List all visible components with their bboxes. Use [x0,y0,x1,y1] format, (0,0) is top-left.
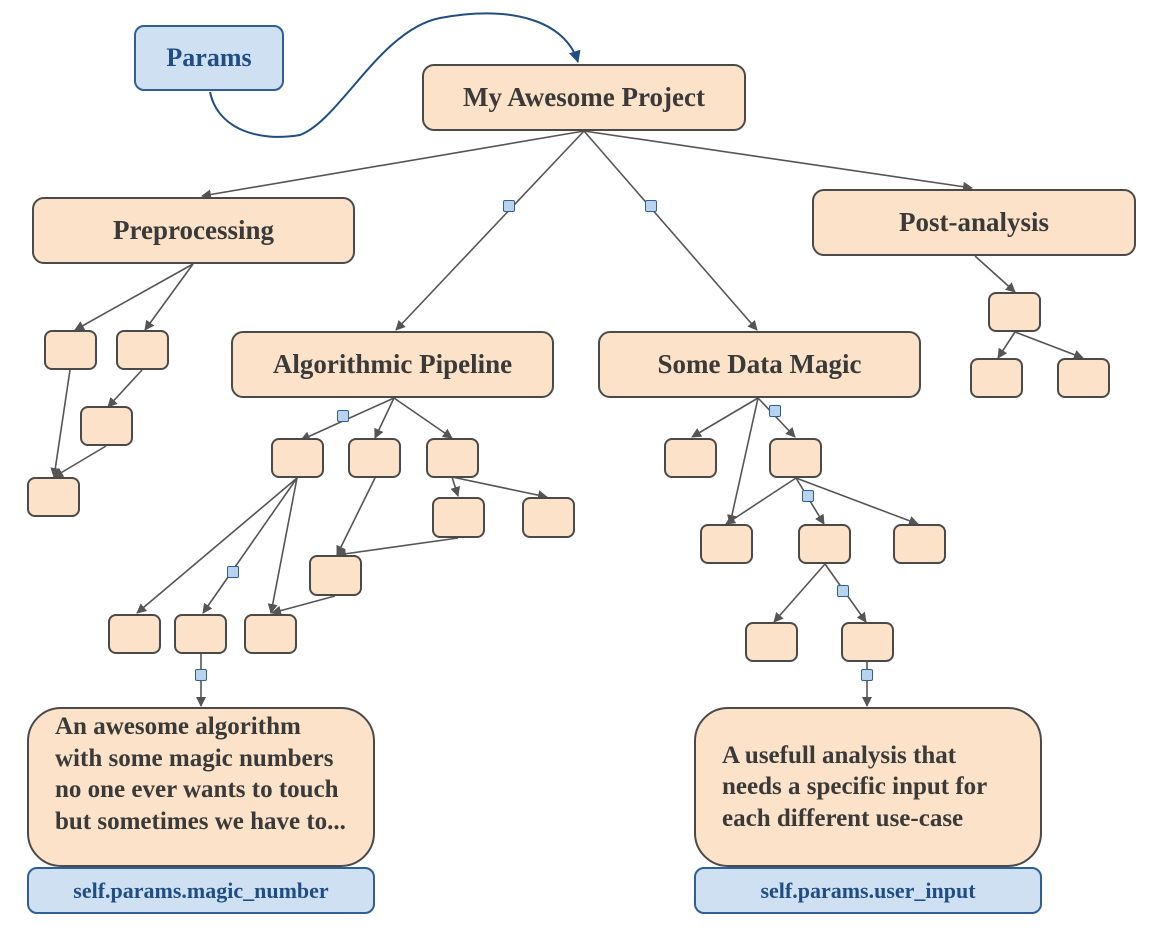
param-connector-icon [337,410,349,422]
params-box[interactable]: Params [134,25,284,91]
param-connector-icon [227,566,239,578]
leaf-node[interactable] [522,497,575,538]
param-connector-icon [503,200,515,212]
params-link-curve [209,12,581,138]
edge [757,397,796,438]
leaf-node[interactable] [988,292,1041,332]
root-node[interactable]: My Awesome Project [422,64,746,131]
edge [201,130,585,200]
preprocessing-label: Preprocessing [113,215,274,245]
user-input-param[interactable]: self.params.user_input [694,867,1042,914]
edge [1014,331,1084,360]
leaf-node[interactable] [174,614,227,654]
edge [271,595,336,616]
leaf-node[interactable] [841,622,894,662]
leaf-node[interactable] [309,555,362,596]
leaf-node[interactable] [116,330,169,370]
edge [336,477,376,556]
edge [583,130,758,331]
root-label: My Awesome Project [463,82,705,112]
edge [74,263,194,331]
edge [727,397,759,525]
param-connector-icon [769,405,781,417]
edge [136,477,298,614]
algorithm-note-text: An awesome algorithm with some magic num… [55,713,346,835]
leaf-node[interactable] [108,614,161,654]
edge [144,263,194,331]
algorithm-note[interactable]: An awesome algorithm with some magic num… [27,707,375,867]
magic-number-param[interactable]: self.params.magic_number [27,867,375,914]
leaf-node[interactable] [348,438,401,478]
leaf-node[interactable] [893,524,946,564]
edge [974,255,1016,293]
edge [374,397,395,439]
param-connector-icon [861,669,873,681]
leaf-node[interactable] [244,614,297,654]
leaf-node[interactable] [769,438,822,478]
leaf-node[interactable] [432,497,485,538]
leaf-node[interactable] [745,622,798,662]
param-connector-icon [645,200,657,212]
leaf-node[interactable] [700,524,753,564]
edge [450,476,461,497]
edge [997,331,1016,359]
leaf-node[interactable] [664,438,717,478]
leaf-node[interactable] [426,438,479,478]
edge [202,477,298,614]
leaf-node[interactable] [44,330,97,370]
leaf-node[interactable] [80,406,133,446]
edge [267,477,298,614]
post-analysis-node[interactable]: Post-analysis [812,189,1136,256]
edge [395,130,585,331]
edge [725,477,797,525]
edge [53,445,107,478]
edge [691,397,759,438]
data-magic-node[interactable]: Some Data Magic [598,331,921,398]
pipeline-label: Algorithmic Pipeline [272,349,513,379]
edge [393,397,453,439]
post-analysis-label: Post-analysis [898,207,1050,237]
edge [773,563,826,623]
param-connector-icon [195,669,207,681]
params-label: Params [166,43,252,72]
edge [50,369,71,478]
edge [451,476,548,501]
param-connector-icon [837,585,849,597]
edge [795,477,919,526]
analysis-note[interactable]: A usefull analysis that needs a specific… [694,707,1042,867]
leaf-node[interactable] [27,477,80,517]
leaf-node[interactable] [1057,358,1110,398]
data-magic-label: Some Data Magic [657,349,862,379]
analysis-note-text: A usefull analysis that needs a specific… [722,741,987,832]
param-connector-icon [802,490,814,502]
leaf-node[interactable] [271,438,324,478]
leaf-node[interactable] [970,358,1023,398]
edge [336,537,459,559]
user-input-label: self.params.user_input [760,877,976,903]
pipeline-node[interactable]: Algorithmic Pipeline [231,331,554,398]
edge [583,130,973,192]
magic-number-label: self.params.magic_number [73,877,329,903]
leaf-node[interactable] [798,524,851,564]
preprocessing-node[interactable]: Preprocessing [32,197,355,264]
edge [107,369,143,408]
